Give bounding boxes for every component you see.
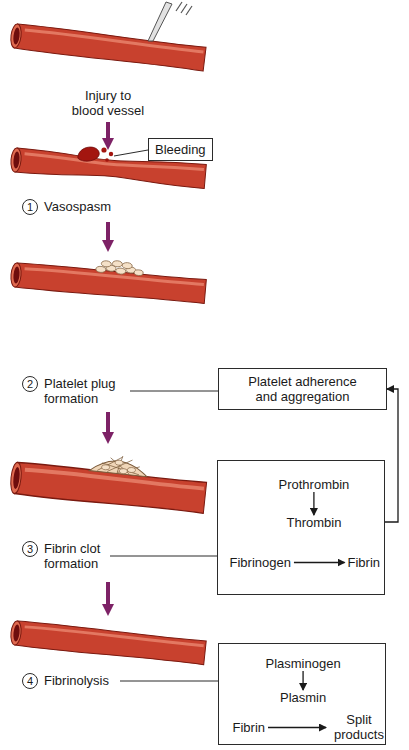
step-label: Platelet plug formation <box>44 376 136 406</box>
factor-term: Prothrombin <box>276 477 353 492</box>
node-text: Plasminogen <box>266 656 341 671</box>
factor-term: Fibrin <box>230 720 269 735</box>
node-text: Plasmin <box>280 690 326 705</box>
blood-vessel <box>10 620 207 665</box>
node-text: Fibrinogen <box>230 555 291 570</box>
node-text: Split products <box>329 712 389 742</box>
factor-term: Fibrin <box>345 555 384 570</box>
step-caption: Injury to blood vessel <box>68 88 148 118</box>
platelet-plug <box>96 259 144 276</box>
node-text: Prothrombin <box>279 477 350 492</box>
motion-marks <box>176 2 192 15</box>
bleeding-drops <box>78 147 113 162</box>
node-text: Fibrin <box>348 555 381 570</box>
process-box: Platelet adherence and aggregation <box>218 368 387 410</box>
blood-vessel <box>10 23 207 72</box>
callout-number: 2 <box>22 376 38 392</box>
pathway-box: PlasminogenPlasminFibrin Split products <box>218 643 386 745</box>
step-label: Vasospasm <box>44 199 111 214</box>
node-text: Fibrin <box>233 720 266 735</box>
scalpel-blade <box>148 2 172 41</box>
blood-vessel <box>9 461 206 514</box>
node-text: Thrombin <box>287 515 342 530</box>
leader-line <box>114 150 148 156</box>
factor-term: Plasminogen <box>263 656 344 671</box>
factor-term: Split products <box>326 712 392 742</box>
factor-term: Fibrinogen <box>227 555 294 570</box>
node-text: Platelet adherence and aggregation <box>237 374 368 404</box>
callout-number: 4 <box>22 673 38 689</box>
leader-lines <box>110 391 218 681</box>
factor-term: Plasmin <box>277 690 329 705</box>
callout-number: 1 <box>22 199 38 215</box>
blood-vessel <box>10 262 206 304</box>
pathway-box: ProthrombinThrombinFibrinogen Fibrin <box>217 460 385 595</box>
node-text: Bleeding <box>155 142 206 157</box>
callout-number: 3 <box>22 541 38 557</box>
step-arrows <box>106 122 110 610</box>
fibrin-clot <box>89 453 149 477</box>
step-label: Fibrinolysis <box>44 673 109 688</box>
step-label: Fibrin clot formation <box>44 541 124 571</box>
callout-box: Bleeding <box>148 138 213 161</box>
factor-term: Thrombin <box>284 515 345 530</box>
